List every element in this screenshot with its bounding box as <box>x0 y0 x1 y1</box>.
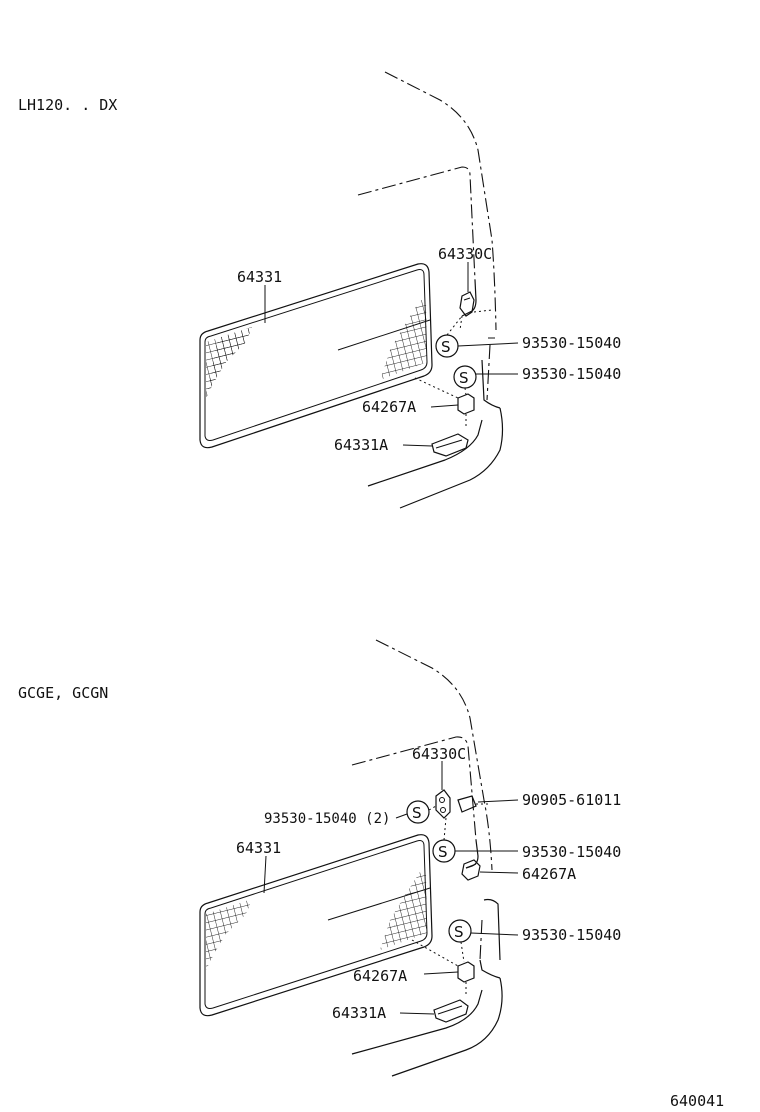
section-lh120-dx: LH120. . DX <box>18 71 621 509</box>
body-outline <box>357 71 504 509</box>
screw-symbol-b: S <box>453 365 477 396</box>
label-screw-a: 93530-15040 <box>522 843 621 861</box>
page-id: 640041 <box>670 1092 724 1110</box>
pad-part <box>433 999 469 1023</box>
pad-part <box>431 433 469 457</box>
label-screw-double: 93530-15040 (2) <box>264 811 390 827</box>
label-screw-b: 93530-15040 <box>522 926 621 944</box>
label-glass: 64331 <box>236 839 281 857</box>
label-catch-upper: 64267A <box>522 865 576 883</box>
svg-text:S: S <box>441 338 451 356</box>
label-catch-lower: 64267A <box>353 967 407 985</box>
screw-symbol-a: S <box>435 315 463 358</box>
clip-part <box>457 795 490 813</box>
screw-symbol-b: S <box>448 919 472 963</box>
label-pad: 64331A <box>332 1004 386 1022</box>
hinge-part <box>459 291 493 331</box>
svg-text:S: S <box>412 804 422 822</box>
section-gcge-gcgn: GCGE, GCGN <box>18 639 621 1077</box>
window-glass <box>199 263 433 449</box>
window-glass <box>199 834 433 1017</box>
svg-text:S: S <box>459 369 469 387</box>
catch-part <box>414 377 475 428</box>
label-hinge: 64330C <box>412 745 466 763</box>
hinge-part <box>435 789 451 819</box>
variant-label: LH120. . DX <box>18 96 117 114</box>
label-catch: 64267A <box>362 398 416 416</box>
label-glass: 64331 <box>237 268 282 286</box>
svg-text:S: S <box>438 843 448 861</box>
screw-symbol-a: S <box>432 817 456 863</box>
catch-lower-part <box>411 939 475 996</box>
label-screw-b: 93530-15040 <box>522 365 621 383</box>
svg-text:S: S <box>454 923 464 941</box>
label-pad: 64331A <box>334 436 388 454</box>
body-outline <box>351 639 503 1077</box>
label-clip: 90905-61011 <box>522 791 621 809</box>
screw-symbol-double: S <box>406 800 437 824</box>
label-hinge: 64330C <box>438 245 492 263</box>
label-screw-a: 93530-15040 <box>522 334 621 352</box>
variant-label: GCGE, GCGN <box>18 684 108 702</box>
catch-upper-part <box>461 859 481 881</box>
